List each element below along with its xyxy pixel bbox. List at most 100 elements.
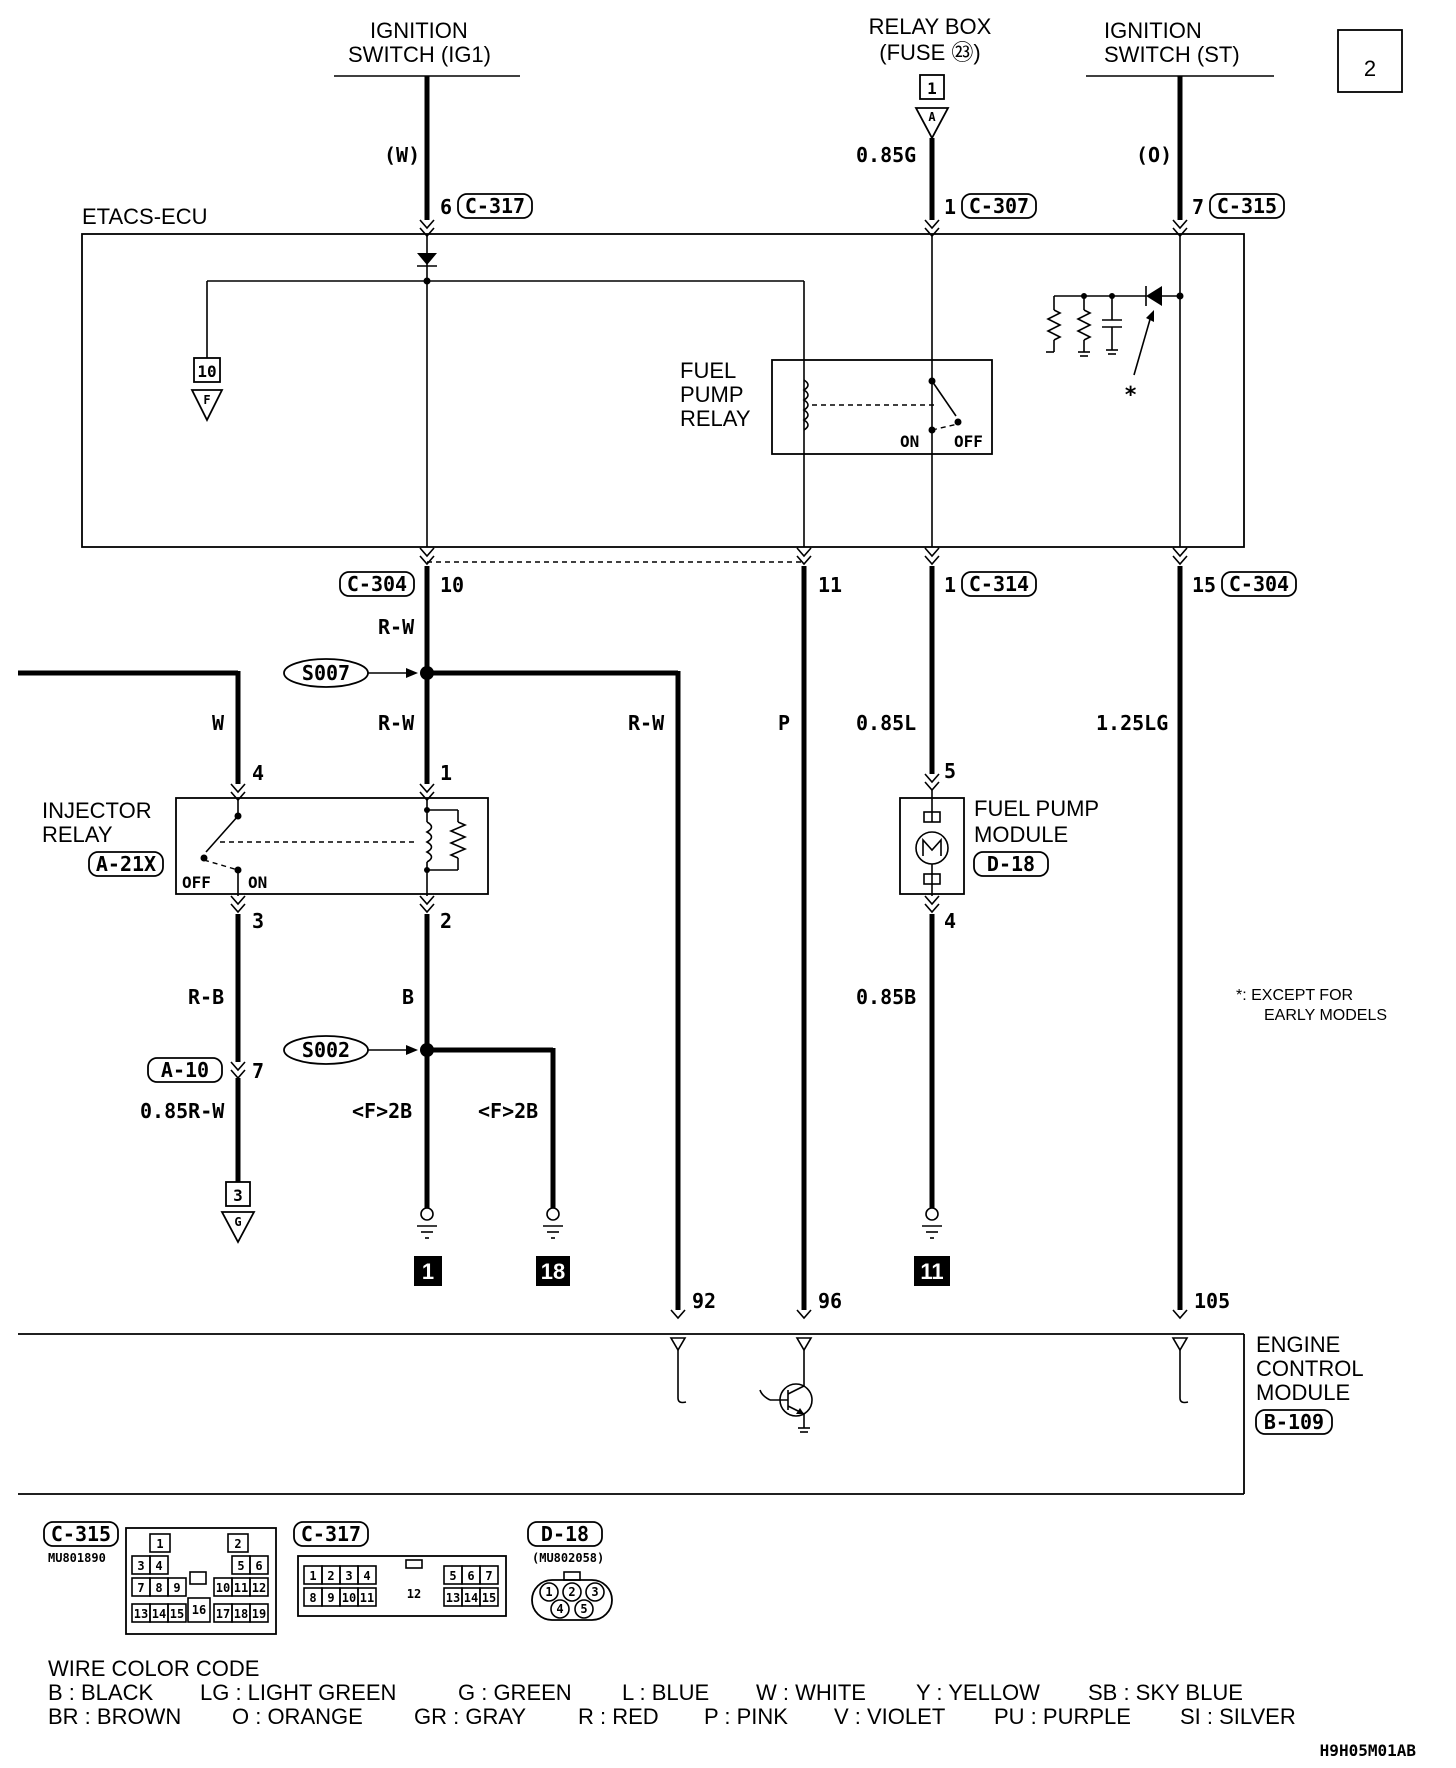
injector-relay-resistor: [448, 821, 468, 859]
c317-pin-5: 5: [449, 1569, 456, 1583]
wcc-b: B : BLACK: [48, 1680, 153, 1705]
connector-view-c317-label: C-317: [301, 1522, 361, 1546]
connector-view-d18-label: D-18: [541, 1522, 589, 1546]
note-line1: *: EXCEPT FOR: [1236, 987, 1353, 1004]
d18-pin-3: 3: [591, 1585, 598, 1599]
c315-pin-2: 2: [234, 1537, 241, 1551]
c317-pin-1: 1: [309, 1569, 316, 1583]
connector-view-c315-part: MU801890: [48, 1551, 106, 1565]
c315-pin-5: 5: [237, 1559, 244, 1573]
ground-18-label: 18: [541, 1259, 565, 1284]
wire-label-rb: R-B: [188, 985, 224, 1009]
connector-view-c315-label: C-315: [51, 1522, 111, 1546]
source-st-line1: IGNITION: [1104, 18, 1202, 43]
etacs-flag-letter: F: [203, 393, 210, 407]
ecm-pin-96: 96: [818, 1289, 842, 1313]
flag-g-triangle: [220, 1211, 256, 1244]
ground-1: 1: [414, 1207, 442, 1286]
wcc-lg: LG : LIGHT GREEN: [200, 1680, 396, 1705]
splice-s007-label: S007: [302, 661, 350, 685]
wcc-pu: PU : PURPLE: [994, 1704, 1131, 1729]
wire-color-st: (O): [1136, 143, 1172, 167]
conn-c307-label: C-307: [969, 194, 1029, 218]
fuel-pump-relay-off: OFF: [954, 432, 983, 451]
ecm-pin-105: 105: [1194, 1289, 1230, 1313]
wcc-br: BR : BROWN: [48, 1704, 181, 1729]
fuel-pump-relay-coil: [802, 379, 809, 431]
c315-pin-4: 4: [155, 1559, 162, 1573]
wire-color-relay-box: 0.85G: [856, 143, 916, 167]
c315-pin-16: 16: [192, 1603, 206, 1617]
splice-s002-label: S002: [302, 1038, 350, 1062]
c317-pin-3: 3: [345, 1569, 352, 1583]
etacs-flag-number-box: [193, 357, 221, 383]
c315-pin-3: 3: [137, 1559, 144, 1573]
c315-pin-6: 6: [255, 1559, 262, 1573]
wire-label-085l: 0.85L: [856, 711, 916, 735]
fuel-pump-relay-on: ON: [900, 432, 919, 451]
etacs-asterisk: *: [1124, 383, 1137, 408]
fuel-pump-relay-line2: PUMP: [680, 382, 744, 407]
wire-label-085rw: 0.85R-W: [140, 1099, 225, 1123]
conn-box-c315: [1209, 193, 1285, 219]
ecm-line2: CONTROL: [1256, 1356, 1364, 1381]
conn-c304-a-label: C-304: [347, 572, 407, 596]
wcc-g: G : GREEN: [458, 1680, 572, 1705]
wire-label-f2b-1: <F>2B: [352, 1099, 412, 1123]
ecm-pin-92: 92: [692, 1289, 716, 1313]
pin-c314-1: 1: [944, 573, 956, 597]
ecm-line1: ENGINE: [1256, 1332, 1340, 1357]
conn-a10-label: A-10: [161, 1058, 209, 1082]
relay-box-flag-letter: A: [928, 110, 936, 124]
wire-label-125lg: 1.25LG: [1096, 711, 1168, 735]
c317-pin-11: 11: [360, 1591, 374, 1605]
conn-box-c317: [457, 193, 533, 219]
injector-relay-box: [175, 797, 489, 895]
c317-pin-8: 8: [309, 1591, 316, 1605]
fuel-pump-relay-line1: FUEL: [680, 358, 736, 383]
wire-color-code-title: WIRE COLOR CODE: [48, 1656, 259, 1681]
etacs-flag-triangle: [190, 389, 224, 423]
relay-box-flag-number: 1: [927, 79, 937, 98]
conn-box-c304-b: [1221, 571, 1297, 597]
c317-pin-6: 6: [467, 1569, 474, 1583]
source-ignition-switch-st: IGNITION SWITCH (ST): [1086, 18, 1274, 77]
conn-box-a10: [147, 1057, 223, 1083]
conn-d18-label: D-18: [987, 852, 1035, 876]
c317-pin-12: 12: [407, 1587, 421, 1601]
d18-pin-5: 5: [580, 1602, 587, 1616]
c315-pin-1: 1: [156, 1537, 163, 1551]
c315-pin-11: 11: [234, 1581, 248, 1595]
source-relay-line1: RELAY BOX: [869, 14, 992, 39]
d18-pin-2: 2: [568, 1585, 575, 1599]
wire-label-rw-1: R-W: [378, 615, 415, 639]
fuel-pump-relay-box: [771, 359, 993, 455]
page-number-box: [1337, 29, 1403, 93]
ecm-line3: MODULE: [1256, 1380, 1350, 1405]
c315-pin-13: 13: [134, 1607, 148, 1621]
c317-pin-4: 4: [363, 1569, 370, 1583]
source-st-line2: SWITCH (ST): [1104, 42, 1240, 67]
wcc-sb: SB : SKY BLUE: [1088, 1680, 1243, 1705]
document-code: H9H05M01AB: [1320, 1741, 1417, 1760]
conn-box-a21x: [88, 851, 164, 877]
c315-pin-17: 17: [216, 1607, 230, 1621]
c317-pin-15: 15: [482, 1591, 496, 1605]
c315-pin-19: 19: [252, 1607, 266, 1621]
connector-view-d18-part: (MU802058): [532, 1551, 604, 1565]
c315-pin-7: 7: [137, 1581, 144, 1595]
fuel-pump-relay-line3: RELAY: [680, 406, 751, 431]
etacs-st-input-network: *: [1046, 286, 1184, 408]
relay-box-flag-number-box: [919, 74, 945, 100]
pin-c304-10: 10: [440, 573, 464, 597]
wcc-w: W : WHITE: [756, 1680, 866, 1705]
wcc-l: L : BLUE: [622, 1680, 709, 1705]
conn-box-c304-a: [339, 571, 415, 597]
c315-pin-12: 12: [252, 1581, 266, 1595]
conn-box-c307: [961, 193, 1037, 219]
connector-view-c315: C-315 MU801890 1 2 3 4 5 6 7 8 9 10 11 1…: [43, 1521, 277, 1635]
pin-c315-7: 7: [1192, 195, 1204, 219]
injector-relay-pin-4: 4: [252, 761, 264, 785]
c317-pin-9: 9: [327, 1591, 334, 1605]
ground-18: 18: [536, 1207, 570, 1286]
